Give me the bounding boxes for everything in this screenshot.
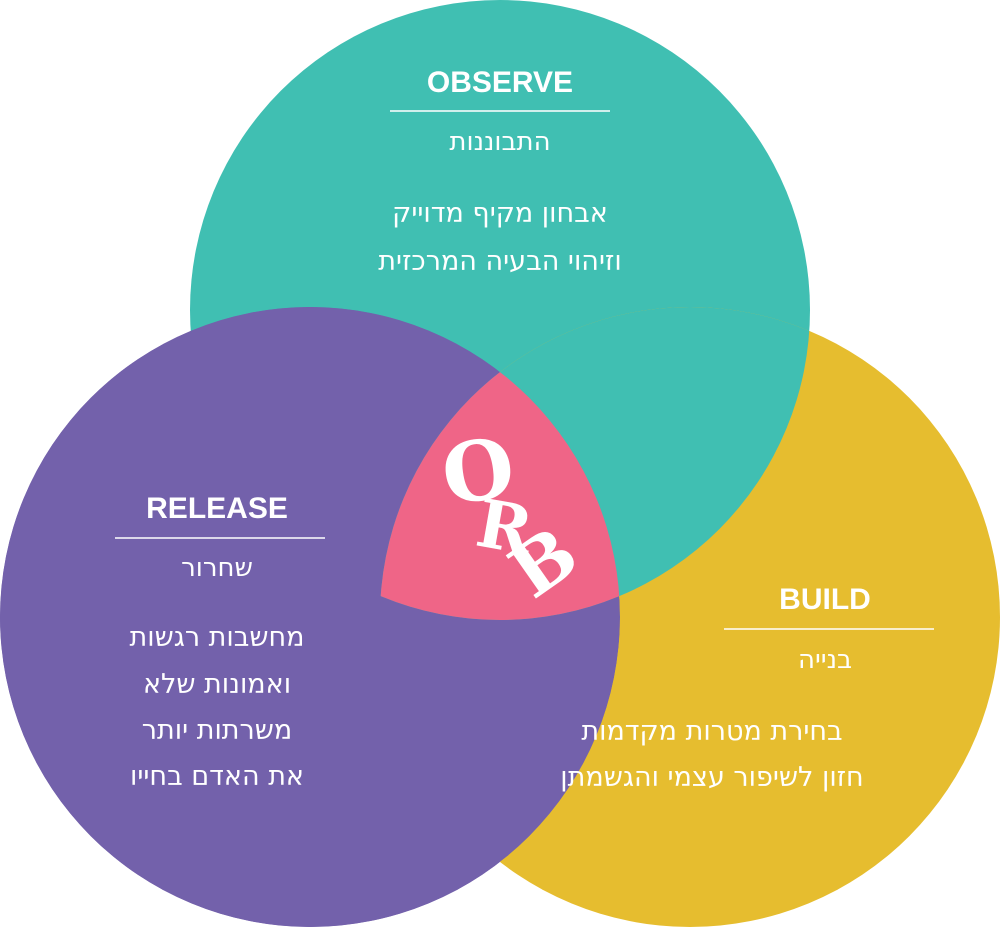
build-line-2: חזון לשיפור עצמי והגשמתן xyxy=(560,762,863,793)
release-section: RELEASE שחרור מחשבות רגשות ואמונות שלא מ… xyxy=(115,492,325,792)
release-line-1: מחשבות רגשות xyxy=(130,622,305,653)
observe-section: OBSERVE התבוננות אבחון מקיף מדוייק וזיהו… xyxy=(378,66,621,277)
release-line-4: את האדם בחייו xyxy=(130,761,304,792)
release-line-3: משרתות יותר xyxy=(142,715,293,746)
release-line-2: ואמונות שלא xyxy=(143,669,291,700)
logo-letter-o: O xyxy=(436,419,520,524)
center-intersection xyxy=(380,307,620,620)
build-title: BUILD xyxy=(779,583,871,616)
release-title: RELEASE xyxy=(146,492,288,525)
observe-subtitle: התבוננות xyxy=(449,127,550,157)
build-line-1: בחירת מטרות מקדמות xyxy=(581,716,842,747)
observe-title: OBSERVE xyxy=(427,66,573,99)
observe-line-2: וזיהוי הבעיה המרכזית xyxy=(378,246,621,277)
release-subtitle: שחרור xyxy=(181,553,253,583)
observe-line-1: אבחון מקיף מדוייק xyxy=(392,198,608,229)
build-section: BUILD בנייה בחירת מטרות מקדמות חזון לשיפ… xyxy=(560,583,934,793)
build-subtitle: בנייה xyxy=(798,645,852,675)
